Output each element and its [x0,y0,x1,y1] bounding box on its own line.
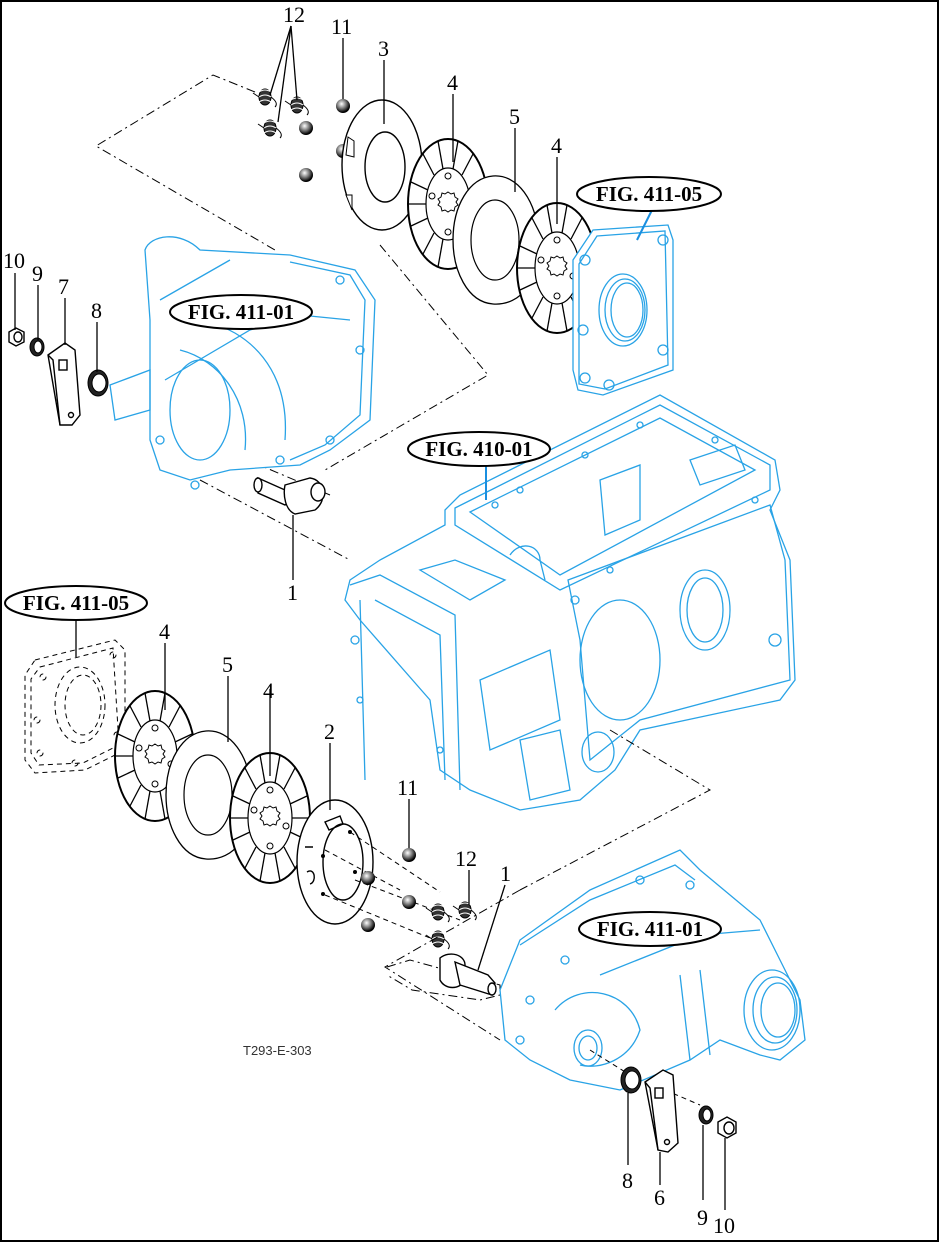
fig-ref-label: FIG. 411-01 [188,300,294,324]
assembly-lines-balls [324,831,461,939]
fig-ref-label: FIG. 411-05 [596,182,702,206]
callout-4-bottom-a: 4 [159,619,170,644]
callout-5-top: 5 [509,104,520,129]
callout-10-bottom: 10 [713,1213,735,1238]
top-seal-cover [572,224,674,396]
callout-6-bottom: 6 [654,1185,665,1210]
callout-9-bottom: 9 [697,1205,708,1230]
assembly-line-top-left [95,74,276,251]
ball-bottom-1 [402,848,416,862]
fig-badge-411-05-top[interactable]: FIG. 411-05 [576,176,722,212]
spring-top-3 [257,119,282,139]
callout-4-top-b: 4 [551,133,562,158]
nut-top-10 [8,327,25,347]
ball-bottom-4 [361,918,375,932]
ball-bottom-2 [361,871,375,885]
callout-10-top: 10 [3,248,25,273]
transmission-case [344,394,796,811]
assembly-line-case-bottom [519,729,712,891]
fig-badge-411-05-bottom[interactable]: FIG. 411-05 [4,585,148,621]
fig-badge-410-01[interactable]: FIG. 410-01 [407,431,551,467]
spring-top-1 [252,88,277,108]
leader-fig-411-05-top [636,209,653,241]
callout-12-bottom: 12 [455,846,477,871]
spring-bottom-3 [425,930,450,950]
callout-12-top: 12 [283,2,305,27]
ball-top-1 [336,99,350,113]
nut-bottom-10 [717,1116,737,1139]
fig-ref-label: FIG. 411-05 [23,591,129,615]
pressure-plate-2 [296,799,374,925]
spring-bottom-1 [452,901,477,921]
top-housing [109,236,376,490]
bottom-seal-cover [24,639,126,774]
callout-8-bottom: 8 [622,1168,633,1193]
callout-1-bottom: 1 [500,861,511,886]
lever-top-7 [47,342,81,426]
callout-2-bottom: 2 [324,719,335,744]
assembly-line-bottom-housing [384,889,521,1041]
fig-ref-label: FIG. 410-01 [425,437,532,461]
callout-9-top: 9 [32,261,43,286]
callout-4-bottom-b: 4 [263,678,274,703]
fig-badge-411-01-top[interactable]: FIG. 411-01 [169,294,313,330]
camshaft-top-1 [253,476,326,515]
fig-badge-411-01-bottom[interactable]: FIG. 411-01 [578,911,722,947]
ball-top-2 [299,121,313,135]
callout-5-bottom: 5 [222,652,233,677]
ball-top-4 [299,168,313,182]
drawing-code: T293-E-303 [243,1043,312,1058]
washer-bottom-9 [698,1105,714,1125]
callout-11-top: 11 [331,14,352,39]
spring-bottom-2 [425,903,450,923]
ball-bottom-3 [402,895,416,909]
leader-lines [14,25,726,1210]
camshaft-bottom-1 [386,953,501,1001]
pressure-plate-3 [341,99,423,231]
lever-bottom-6 [644,1069,679,1153]
bottom-housing [499,849,806,1091]
washer-top-9 [29,337,45,357]
assembly-line-case [199,479,351,561]
callout-3-top: 3 [378,36,389,61]
callout-7-top: 7 [58,274,69,299]
seal-bottom-8 [620,1066,642,1094]
callout-8-top: 8 [91,298,102,323]
callout-4-top-a: 4 [447,70,458,95]
callout-11-bottom: 11 [397,775,418,800]
fig-ref-label: FIG. 411-01 [597,917,703,941]
seal-top-8 [87,369,109,397]
callout-1-top: 1 [287,580,298,605]
